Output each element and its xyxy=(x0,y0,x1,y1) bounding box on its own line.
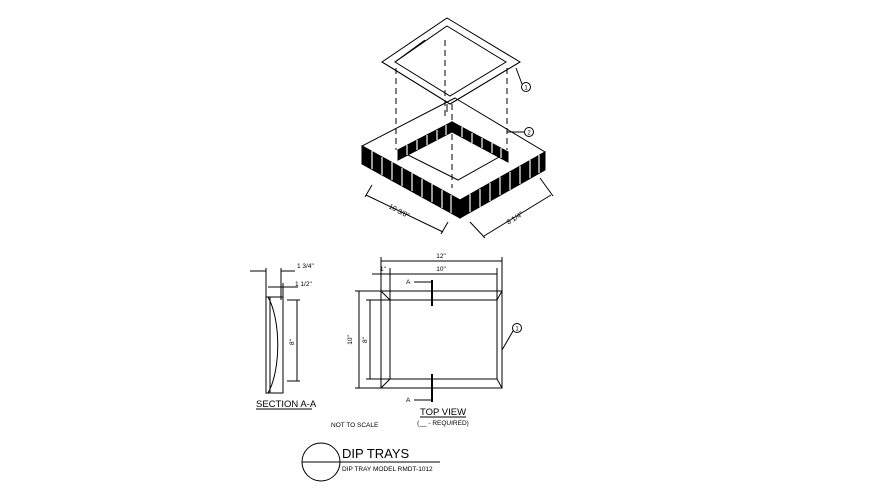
top-dim-inner-w: 10" xyxy=(436,266,446,273)
section-mark-bottom: A xyxy=(406,397,411,404)
section-dim-top1: 1 3/4" xyxy=(297,263,314,270)
section-title: SECTION A-A xyxy=(256,399,317,410)
callout-3-number: 1 xyxy=(515,327,519,333)
section-curve xyxy=(267,296,279,394)
frame-inner-left-face xyxy=(397,121,453,161)
section-outline xyxy=(265,296,284,394)
top-view-subtitle: (__ - REQUIRED) xyxy=(417,420,469,427)
callout-1-number: 1 xyxy=(524,86,528,92)
callout-2-iso: 2 xyxy=(507,127,534,137)
frame-right-face xyxy=(459,151,546,219)
tray-inner-shade xyxy=(394,39,426,63)
tray-outer-rim xyxy=(381,17,521,105)
isometric-view: 10 3/8" 8 1/4" 1 2 xyxy=(360,17,554,239)
top-dim-outer-w: 12" xyxy=(436,253,446,260)
top-view: 12" 10" 1" 10" 8" A A xyxy=(347,253,522,427)
tray-inner-rim xyxy=(394,25,507,97)
top-outer-rect xyxy=(380,290,503,389)
top-inner-rect xyxy=(389,299,498,380)
top-dim-left: 1" xyxy=(380,266,387,273)
callout-1-iso: 1 xyxy=(515,67,531,92)
iso-dim-b-label: 8 1/4" xyxy=(506,211,525,227)
projection-lines xyxy=(395,40,508,188)
iso-dim-a-label: 10 3/8" xyxy=(387,204,410,220)
section-a-a: 1 3/4" 1 1/2" 8" SECTION A-A xyxy=(250,263,317,410)
callout-1-top: 1 xyxy=(501,323,522,351)
base-frame-isometric xyxy=(360,97,546,219)
tray-isometric xyxy=(381,17,521,112)
scale-note: NOT TO SCALE xyxy=(331,422,379,429)
callout-2-number: 2 xyxy=(527,131,531,137)
tray-lip xyxy=(381,61,521,105)
section-mark-top: A xyxy=(406,279,411,286)
section-dim-height: 8" xyxy=(289,338,296,345)
title-subtitle: DIP TRAY MODEL RMDT-1012 xyxy=(342,466,433,473)
title-text: DIP TRAYS xyxy=(342,446,410,461)
top-dim-inner-h: 8" xyxy=(362,336,369,343)
top-dim-outer-h: 10" xyxy=(347,335,354,345)
title-block: DIP TRAYS DIP TRAY MODEL RMDT-1012 xyxy=(301,442,440,482)
frame-inner-right-face xyxy=(451,121,509,163)
section-dim-top2: 1 1/2" xyxy=(295,281,312,288)
top-view-title: TOP VIEW xyxy=(420,407,466,418)
